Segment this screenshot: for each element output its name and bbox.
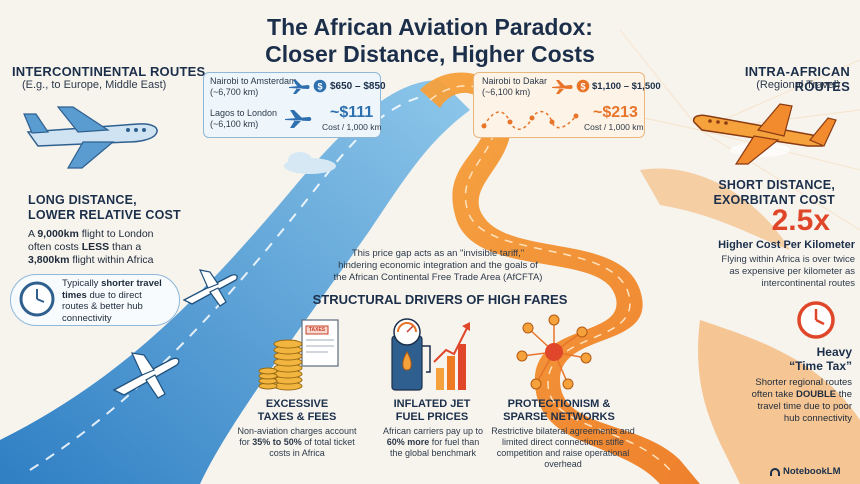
cost-ratio-label: Higher Cost Per Kilometer	[718, 239, 855, 251]
clock-icon	[19, 281, 55, 317]
bar-chart-icon	[436, 344, 466, 390]
price-nairobi-amsterdam: $650 – $850	[330, 81, 386, 92]
unit-cost-intercontinental: ~$111	[330, 104, 374, 121]
drivers-heading: STRUCTURAL DRIVERS OF HIGH FARES	[312, 292, 568, 307]
route-nairobi-dakar: Nairobi to Dakar (~6,100 km)	[482, 76, 548, 97]
airplane-icon	[552, 80, 573, 94]
distance-comparison: A 9,000km flight to London often costs L…	[28, 228, 154, 266]
clock-icon	[797, 301, 835, 339]
unit-cost-label-left: Cost / 1,000 km	[322, 122, 382, 132]
page-title: The African Aviation Paradox: Closer Dis…	[265, 14, 595, 67]
time-tax-heading: Heavy “Time Tax”	[789, 345, 852, 373]
airplane-icon	[112, 352, 180, 399]
driver-fuel-title: INFLATED JET FUEL PRICES	[393, 398, 471, 423]
airplane-icon	[692, 103, 837, 165]
notebooklm-logo-icon	[770, 467, 780, 476]
route-nairobi-amsterdam: Nairobi to Amsterdam (~6,700 km)	[210, 76, 297, 97]
travel-time-text: Typically shorter travel times due to di…	[62, 278, 162, 324]
long-distance-claim: LONG DISTANCE, LOWER RELATIVE COST	[28, 193, 181, 222]
invisible-tariff-statement: This price gap acts as an "invisible tar…	[333, 248, 543, 283]
svg-text:$: $	[317, 82, 322, 92]
unit-cost-label-right: Cost / 1,000 km	[584, 122, 644, 132]
driver-taxes-text: Non-aviation charges account for 35% to …	[237, 426, 357, 458]
airplane-icon	[23, 106, 158, 169]
notebooklm-watermark: NotebookLM	[770, 466, 841, 477]
route-lagos-london: Lagos to London (~6,100 km)	[210, 108, 278, 129]
blue-road	[0, 80, 470, 484]
driver-network-title: PROTECTIONISM & SPARSE NETWORKS	[503, 398, 615, 423]
airplane-icon	[289, 80, 310, 94]
driver-fuel-text: African carriers pay up to 60% more for …	[382, 426, 484, 458]
short-distance-claim: SHORT DISTANCE, EXORBITANT COST	[713, 178, 835, 207]
tax-coins-icon	[258, 319, 339, 391]
price-nairobi-dakar: $1,100 – $1,500	[592, 81, 661, 92]
cost-ratio-value: 2.5x	[771, 204, 830, 237]
driver-network-text: Restrictive bilateral agreements and lim…	[491, 426, 635, 469]
airplane-icon	[182, 269, 238, 307]
intercontinental-sub: (E.g., to Europe, Middle East)	[22, 79, 167, 91]
time-tax-text: Shorter regional routes often take DOUBL…	[751, 377, 852, 424]
cost-ratio-text: Flying within Africa is over twice as ex…	[721, 254, 855, 289]
taxes-tag: TAXES	[308, 327, 326, 333]
network-icon	[516, 314, 592, 390]
fuel-pump-icon	[391, 318, 470, 391]
intra-african-heading: INTRA-AFRICAN ROUTES	[744, 64, 850, 94]
intercontinental-heading: INTERCONTINENTAL ROUTES	[12, 64, 206, 79]
airplane-icon	[285, 110, 312, 128]
svg-text:$: $	[580, 82, 585, 92]
unit-cost-intra-african: ~$213	[593, 104, 638, 121]
dollar-coin-icon: $	[576, 79, 590, 93]
orange-road	[420, 72, 700, 484]
intra-african-sub: (Regional Travel)	[756, 79, 840, 91]
winding-route-icon	[481, 110, 579, 130]
driver-taxes-title: EXCESSIVE TAXES & FEES	[257, 398, 337, 423]
dollar-coin-icon: $	[313, 79, 327, 93]
